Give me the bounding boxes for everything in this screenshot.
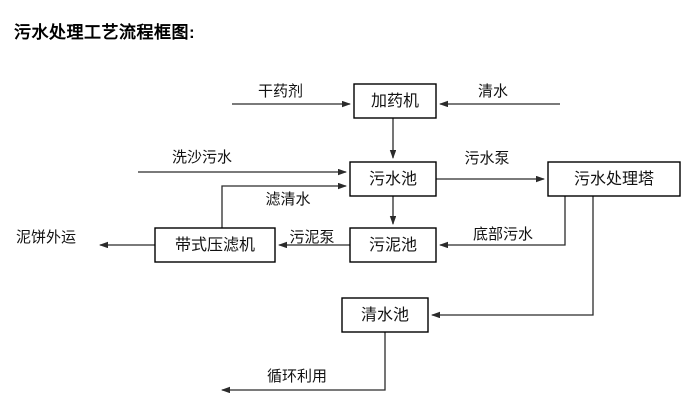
node-belt-filter-press-label: 带式压滤机 — [175, 236, 255, 254]
node-treatment-tower-label: 污水处理塔 — [574, 170, 654, 188]
edges-layer — [99, 100, 594, 394]
node-dosing-label: 加药机 — [371, 92, 419, 110]
node-sewage-pool-label: 污水池 — [369, 170, 417, 188]
node-clear-water-pool[interactable]: 清水池 — [341, 297, 429, 333]
node-belt-filter-press[interactable]: 带式压滤机 — [154, 227, 276, 263]
edge-label-bottom-sewage: 底部污水 — [473, 226, 533, 243]
edge-label-filtrate: 滤清水 — [265, 191, 310, 208]
terminal-labels-layer: 干药剂 清水 洗沙污水 泥饼外运 — [16, 83, 508, 246]
terminal-mud-cake-transport-label: 泥饼外运 — [16, 229, 76, 246]
edge-label-recycle: 循环利用 — [267, 368, 327, 385]
edge-tower-to-clear — [431, 196, 594, 319]
node-treatment-tower[interactable]: 污水处理塔 — [547, 161, 681, 197]
edge-labels-layer: 滤清水 污水泵 污泥泵 底部污水 循环利用 — [265, 150, 533, 385]
terminal-sand-wash-sewage-label: 洗沙污水 — [172, 149, 232, 166]
node-sludge-pool[interactable]: 污泥池 — [349, 227, 437, 263]
edge-tower-to-sludge — [439, 196, 566, 249]
node-clear-water-pool-label: 清水池 — [361, 306, 409, 324]
terminal-dry-agent-label: 干药剂 — [258, 83, 303, 100]
page-title: 污水处理工艺流程框图: — [14, 23, 196, 42]
edge-label-sewage-pump: 污水泵 — [464, 150, 509, 167]
node-sludge-pool-label: 污泥池 — [369, 236, 417, 254]
node-sewage-pool[interactable]: 污水池 — [349, 161, 437, 197]
terminal-clean-water-label: 清水 — [478, 83, 508, 100]
edge-label-sludge-pump: 污泥泵 — [289, 229, 334, 246]
edge-beltpress-to-sewage — [221, 182, 347, 228]
edge-clear-to-recycle — [221, 332, 386, 394]
nodes-layer: 加药机 污水池 污水处理塔 带式压滤机 污泥池 清水池 — [154, 83, 681, 333]
node-dosing[interactable]: 加药机 — [353, 83, 437, 119]
